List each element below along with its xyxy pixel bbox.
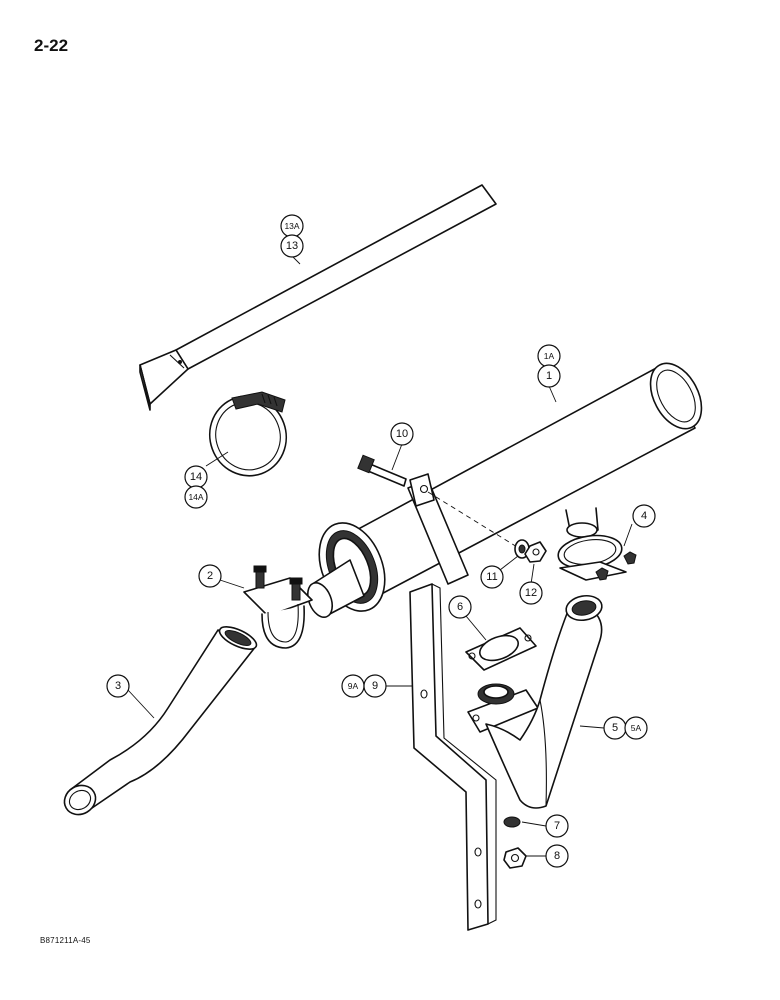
callout-1: 1 <box>537 364 561 388</box>
callout-2: 2 <box>198 564 222 588</box>
svg-text:10: 10 <box>396 428 408 440</box>
heat-shield-13 <box>139 184 497 411</box>
callout-9a: 9A <box>341 674 365 698</box>
callout-5a: 5A <box>624 716 648 740</box>
nut-8 <box>503 847 527 869</box>
mounting-bracket-9 <box>409 583 497 931</box>
svg-text:5: 5 <box>612 722 618 734</box>
callout-8: 8 <box>545 844 569 868</box>
bolt-10 <box>357 454 407 487</box>
callout-6: 6 <box>448 595 472 619</box>
svg-text:14A: 14A <box>188 492 203 502</box>
svg-text:13: 13 <box>286 240 298 252</box>
svg-text:12: 12 <box>525 587 537 599</box>
exhaust-pipe-3 <box>63 626 258 816</box>
callout-14: 14 <box>184 465 208 489</box>
svg-text:1: 1 <box>546 370 552 382</box>
u-clamp-2 <box>243 565 313 649</box>
y-pipe-5 <box>467 594 603 809</box>
hose-clamp-14 <box>208 391 288 477</box>
callout-9: 9 <box>363 674 387 698</box>
callout-4: 4 <box>632 504 656 528</box>
callout-1a: 1A <box>537 344 561 368</box>
u-clamp-4 <box>557 534 637 581</box>
callout-13: 13 <box>280 234 304 258</box>
svg-text:1A: 1A <box>544 351 555 361</box>
callout-10: 10 <box>390 422 414 446</box>
svg-text:9: 9 <box>372 680 378 692</box>
callout-11: 11 <box>480 565 504 589</box>
svg-text:2: 2 <box>207 570 213 582</box>
muffler-1 <box>306 362 703 618</box>
alignment-line-bolt <box>427 491 523 551</box>
svg-text:13A: 13A <box>284 221 299 231</box>
callout-12: 12 <box>519 581 543 605</box>
svg-text:3: 3 <box>115 680 121 692</box>
callout-3: 3 <box>106 674 130 698</box>
washer-7 <box>503 816 521 828</box>
svg-text:7: 7 <box>554 820 560 832</box>
callout-5: 5 <box>603 716 627 740</box>
svg-text:8: 8 <box>554 850 560 862</box>
svg-text:6: 6 <box>457 601 463 613</box>
svg-text:4: 4 <box>641 510 647 522</box>
svg-text:5A: 5A <box>631 723 642 733</box>
callout-14a: 14A <box>184 485 208 509</box>
svg-text:14: 14 <box>190 471 202 483</box>
figure-code: B871211A-45 <box>40 936 91 945</box>
page-number: 2-22 <box>34 36 69 55</box>
callout-7: 7 <box>545 814 569 838</box>
svg-text:11: 11 <box>486 571 497 583</box>
callout-13a: 13A <box>280 214 304 238</box>
gasket-6 <box>465 627 537 671</box>
nut-12 <box>524 541 547 563</box>
svg-text:9A: 9A <box>348 681 359 691</box>
